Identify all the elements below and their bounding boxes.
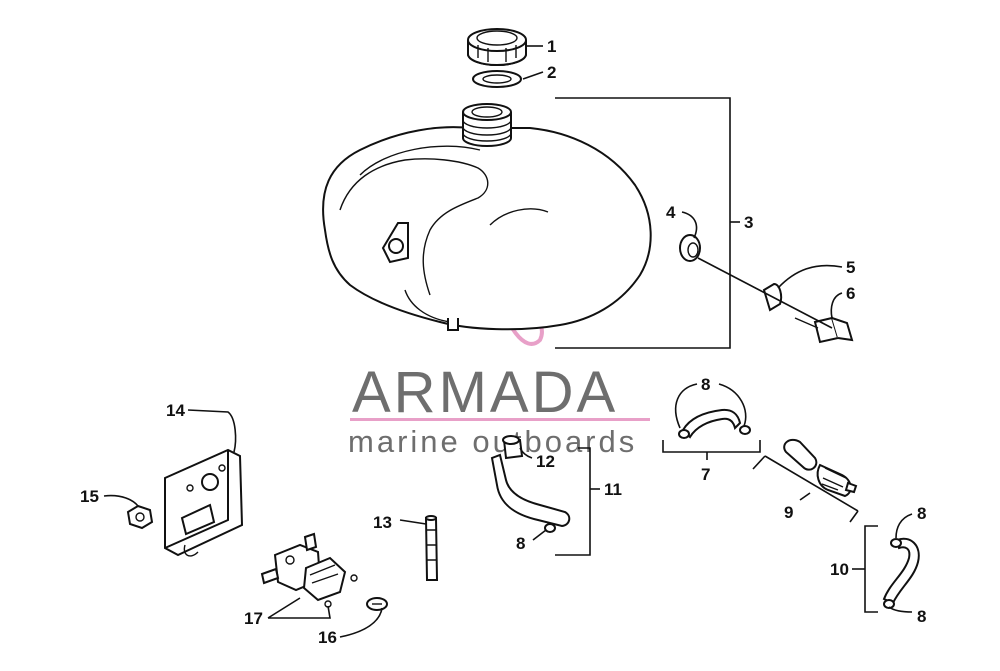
callout-1: 1 xyxy=(547,37,556,56)
callout-4: 4 xyxy=(666,203,676,222)
callout-5: 5 xyxy=(846,258,855,277)
callout-17: 17 xyxy=(244,609,263,628)
logo-underline xyxy=(350,418,650,421)
bolt-part xyxy=(794,316,854,344)
callout-8-pickup-tube: 8 xyxy=(516,534,525,553)
callout-9: 9 xyxy=(784,503,793,522)
callout-15: 15 xyxy=(80,487,99,506)
assembly-axis-line xyxy=(697,257,833,329)
fuel-filter-part xyxy=(783,438,858,498)
armada-logo-watermark: ARMADA marine outboards xyxy=(348,219,650,459)
screw-part xyxy=(366,597,388,611)
callout-labels: 1 2 3 4 5 6 8 7 9 8 10 8 12 11 8 13 14 1… xyxy=(80,37,926,647)
strainer-tube-part xyxy=(424,515,439,581)
callout-3: 3 xyxy=(744,213,753,232)
logo-brand-text: ARMADA xyxy=(352,360,618,425)
callout-12: 12 xyxy=(536,452,555,471)
callout-8-curved-hose-bottom: 8 xyxy=(917,607,926,626)
callout-11: 11 xyxy=(604,480,622,499)
callout-8-curved-hose-top: 8 xyxy=(917,504,926,523)
nut-part xyxy=(126,504,154,530)
callout-6: 6 xyxy=(846,284,855,303)
callout-7: 7 xyxy=(701,465,710,484)
callout-8-short-hose: 8 xyxy=(701,375,710,394)
cap-gasket-part xyxy=(472,70,522,88)
short-fuel-hose-part xyxy=(678,408,751,439)
callout-16: 16 xyxy=(318,628,337,647)
fuel-valve-part xyxy=(260,532,358,608)
callout-14: 14 xyxy=(166,401,185,420)
mounting-bracket-part xyxy=(164,448,244,557)
callout-10: 10 xyxy=(830,560,849,579)
logo-tagline-text: marine outboards xyxy=(348,424,637,459)
fuel-cap-part xyxy=(467,28,527,66)
callout-2: 2 xyxy=(547,63,556,82)
fuel-tank-part xyxy=(322,103,652,331)
tank-grommet-part xyxy=(679,234,701,262)
fuel-pickup-tube-part xyxy=(490,435,571,533)
curved-fuel-hose-part xyxy=(882,537,920,609)
leader-lines xyxy=(103,45,913,638)
callout-13: 13 xyxy=(373,513,392,532)
